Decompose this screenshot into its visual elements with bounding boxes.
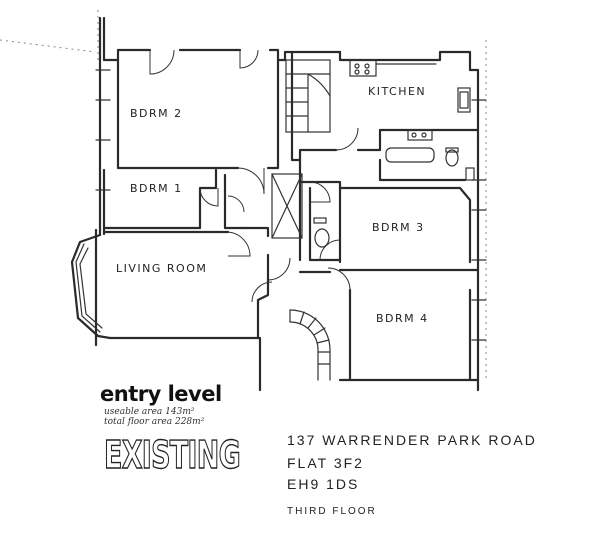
floor-level: THIRD FLOOR <box>287 506 377 517</box>
useable-area: useable area 143m² <box>104 407 195 417</box>
address-street: 137 WARRENDER PARK ROAD <box>287 432 537 448</box>
room-label-kitchen: KITCHEN <box>368 85 426 98</box>
top-stair <box>285 59 331 133</box>
bathroom-fittings <box>313 147 475 248</box>
kitchen-fittings <box>349 59 471 141</box>
top-left-guide <box>0 39 96 53</box>
room-label-bdrm-4: BDRM 4 <box>376 312 429 325</box>
outer-walls <box>70 16 480 392</box>
room-label-bdrm-3: BDRM 3 <box>372 221 425 234</box>
doors <box>149 49 359 303</box>
interior-walls <box>102 50 480 382</box>
room-label-living-room: LIVING ROOM <box>116 262 207 275</box>
plan-title: entry level <box>100 382 222 406</box>
address-postcode: EH9 1DS <box>287 476 360 492</box>
light-well <box>271 173 303 239</box>
existing-stamp: EXISTING <box>103 432 241 476</box>
existing-label: EXISTING <box>104 433 240 476</box>
total-floor-area: total floor area 228m² <box>104 417 205 427</box>
room-label-bdrm-1: BDRM 1 <box>130 182 183 195</box>
windows <box>95 69 487 341</box>
bay-window <box>75 243 103 333</box>
room-label-bdrm-2: BDRM 2 <box>130 107 183 120</box>
spiral-stair <box>289 309 331 381</box>
address-flat: FLAT 3F2 <box>287 455 364 471</box>
